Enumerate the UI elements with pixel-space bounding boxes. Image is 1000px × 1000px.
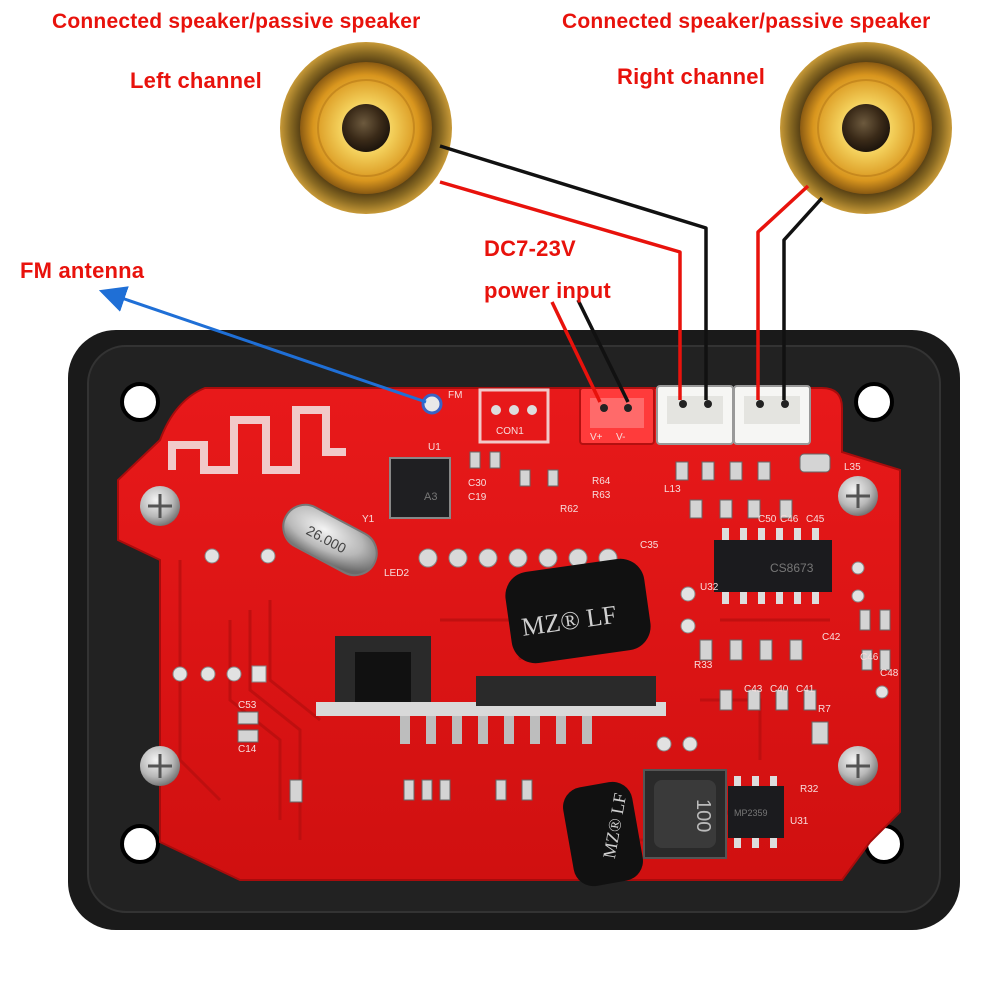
- pcb-screws: [140, 476, 878, 786]
- fm-antenna-label: FM antenna: [20, 258, 145, 283]
- svg-text:FM: FM: [448, 390, 462, 401]
- large-inductor: MZ® LF: [505, 558, 651, 664]
- svg-text:R62: R62: [560, 504, 579, 515]
- left-speaker-title: Connected speaker/passive speaker: [52, 10, 421, 33]
- mount-hole-tl: [120, 382, 160, 422]
- fm-antenna-arrow: [98, 286, 427, 404]
- svg-text:U1: U1: [428, 442, 441, 453]
- silkscreen-labels: Y1 C35 U32 R33 C43 C40 C41 C42 C46 C48 R…: [238, 390, 899, 827]
- regulator-label: MP2359: [734, 808, 768, 818]
- svg-text:R33: R33: [694, 660, 713, 671]
- through-hole-pads: [172, 548, 889, 752]
- power-black-wire: [576, 299, 630, 403]
- svg-text:C48: C48: [880, 668, 899, 679]
- svg-text:Y1: Y1: [362, 514, 375, 525]
- led2-silk: LED2: [384, 568, 409, 579]
- power-inductor: 100: [643, 769, 727, 859]
- left-speaker-connector: [656, 385, 734, 445]
- amp-chip-label: CS8673: [770, 561, 814, 575]
- left-speaker-icon: [280, 42, 452, 214]
- svg-text:C14: C14: [238, 744, 257, 755]
- svg-text:R32: R32: [800, 784, 819, 795]
- svg-text:U32: U32: [700, 582, 719, 593]
- bluetooth-chip: A3 U1: [389, 442, 451, 519]
- mount-hole-tr: [854, 382, 894, 422]
- left-speaker-black-wire: [439, 144, 708, 400]
- svg-text:C41: C41: [796, 684, 815, 695]
- dc-voltage-label: DC7-23V: [484, 236, 576, 261]
- right-speaker-black-wire: [782, 196, 824, 400]
- svg-text:V+: V+: [590, 432, 603, 443]
- right-speaker-connector: [733, 385, 811, 445]
- power-input-label: power input: [484, 278, 611, 303]
- amplifier-chip: CS8673: [714, 528, 832, 604]
- svg-text:A3: A3: [424, 491, 437, 503]
- svg-text:C46: C46: [780, 514, 799, 525]
- regulator-chip: MP2359: [728, 776, 784, 848]
- svg-text:C35: C35: [640, 540, 659, 551]
- smd-components: [237, 451, 891, 803]
- con1-header: CON1: [478, 388, 550, 444]
- left-channel-label: Left channel: [130, 68, 262, 93]
- svg-text:C42: C42: [822, 632, 841, 643]
- right-speaker-icon: [780, 42, 952, 214]
- power-inductor-label: 100: [692, 799, 714, 832]
- svg-text:C50: C50: [758, 514, 777, 525]
- antenna-pad: [421, 393, 443, 415]
- display-socket: [316, 636, 666, 744]
- svg-text:V-: V-: [616, 432, 625, 443]
- svg-text:R7: R7: [818, 704, 831, 715]
- svg-text:L13: L13: [664, 484, 681, 495]
- svg-text:C40: C40: [770, 684, 789, 695]
- svg-text:U31: U31: [790, 816, 809, 827]
- right-speaker-title: Connected speaker/passive speaker: [562, 10, 931, 33]
- wiring: [98, 144, 824, 404]
- left-speaker-red-wire: [439, 180, 682, 400]
- svg-text:C53: C53: [238, 700, 257, 711]
- svg-text:R63: R63: [592, 490, 611, 501]
- mount-hole-bl: [120, 824, 160, 864]
- right-speaker-red-wire: [756, 184, 810, 400]
- svg-text:R64: R64: [592, 476, 611, 487]
- right-channel-label: Right channel: [617, 64, 766, 89]
- small-inductor: MZ® LF: [563, 781, 643, 887]
- con1-silk: CON1: [496, 426, 524, 437]
- pcb-antenna-trace: [168, 406, 346, 474]
- svg-text:L35: L35: [844, 462, 861, 473]
- svg-text:C43: C43: [744, 684, 763, 695]
- power-red-wire: [550, 301, 602, 403]
- svg-text:C46: C46: [860, 652, 879, 663]
- svg-text:C45: C45: [806, 514, 825, 525]
- crystal-oscillator: 26.000: [282, 503, 378, 577]
- svg-text:C19: C19: [468, 492, 487, 503]
- svg-text:C30: C30: [468, 478, 487, 489]
